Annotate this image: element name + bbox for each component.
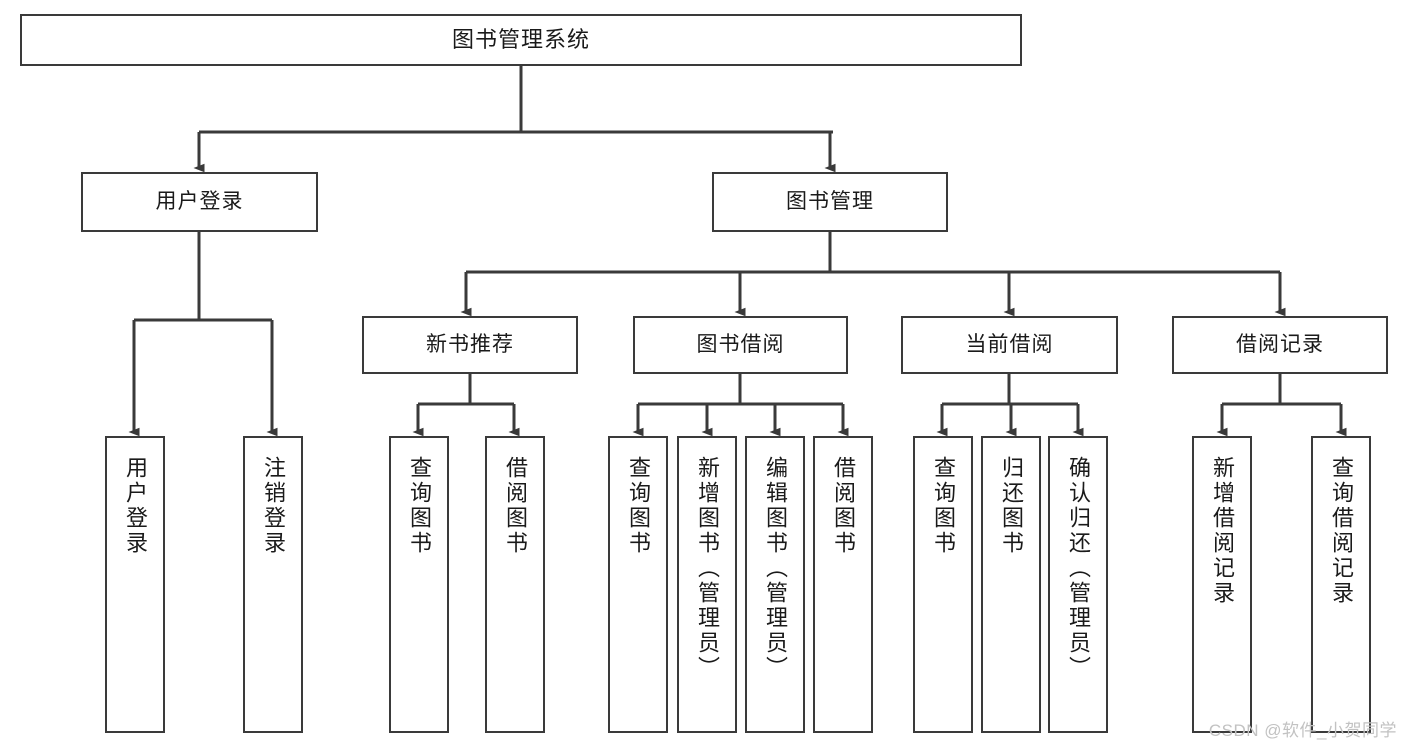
node-label: 编辑图书（管理员） <box>763 456 788 681</box>
csdn-watermark: CSDN @软件_小贺同学 <box>1208 721 1397 740</box>
node-book-management[interactable]: 图书管理 <box>712 172 948 232</box>
node-book-borrow[interactable]: 图书借阅 <box>633 316 848 374</box>
leaf-record-query-record[interactable]: 查询借阅记录 <box>1311 436 1371 733</box>
node-new-book-recommend[interactable]: 新书推荐 <box>362 316 578 374</box>
leaf-recommend-borrow-book[interactable]: 借阅图书 <box>485 436 545 733</box>
node-label: 新书推荐 <box>426 332 514 356</box>
node-label: 借阅图书 <box>831 456 856 556</box>
leaf-borrow-borrow-book[interactable]: 借阅图书 <box>813 436 873 733</box>
node-label: 注销登录 <box>261 456 286 556</box>
node-user-login[interactable]: 用户登录 <box>81 172 318 232</box>
leaf-borrow-query-book[interactable]: 查询图书 <box>608 436 668 733</box>
node-label: 用户登录 <box>155 189 244 213</box>
node-label: 查询借阅记录 <box>1329 456 1354 606</box>
node-label: 借阅图书 <box>503 456 528 556</box>
node-label: 新增图书（管理员） <box>695 456 720 681</box>
leaf-borrow-edit-book-admin[interactable]: 编辑图书（管理员） <box>745 436 805 733</box>
node-root-system[interactable]: 图书管理系统 <box>20 14 1022 66</box>
leaf-record-add-record[interactable]: 新增借阅记录 <box>1192 436 1252 733</box>
leaf-user-login-logout[interactable]: 注销登录 <box>243 436 303 733</box>
node-label: 查询图书 <box>407 456 432 556</box>
node-label: 图书借阅 <box>696 332 785 356</box>
leaf-current-query-book[interactable]: 查询图书 <box>913 436 973 733</box>
node-label: 用户登录 <box>123 456 148 556</box>
leaf-borrow-add-book-admin[interactable]: 新增图书（管理员） <box>677 436 737 733</box>
node-label: 借阅记录 <box>1236 332 1324 356</box>
node-label: 归还图书 <box>999 456 1024 556</box>
leaf-current-return-book[interactable]: 归还图书 <box>981 436 1041 733</box>
node-current-borrow[interactable]: 当前借阅 <box>901 316 1118 374</box>
leaf-current-confirm-return-admin[interactable]: 确认归还（管理员） <box>1048 436 1108 733</box>
leaf-recommend-query-book[interactable]: 查询图书 <box>389 436 449 733</box>
node-label: 查询图书 <box>931 456 956 556</box>
node-borrow-record[interactable]: 借阅记录 <box>1172 316 1388 374</box>
node-label: 确认归还（管理员） <box>1066 456 1091 681</box>
node-label: 新增借阅记录 <box>1210 456 1235 606</box>
node-label: 查询图书 <box>626 456 651 556</box>
node-label: 当前借阅 <box>965 332 1054 356</box>
leaf-user-login-login[interactable]: 用户登录 <box>105 436 165 733</box>
node-label: 图书管理系统 <box>451 27 590 53</box>
node-label: 图书管理 <box>786 189 874 213</box>
